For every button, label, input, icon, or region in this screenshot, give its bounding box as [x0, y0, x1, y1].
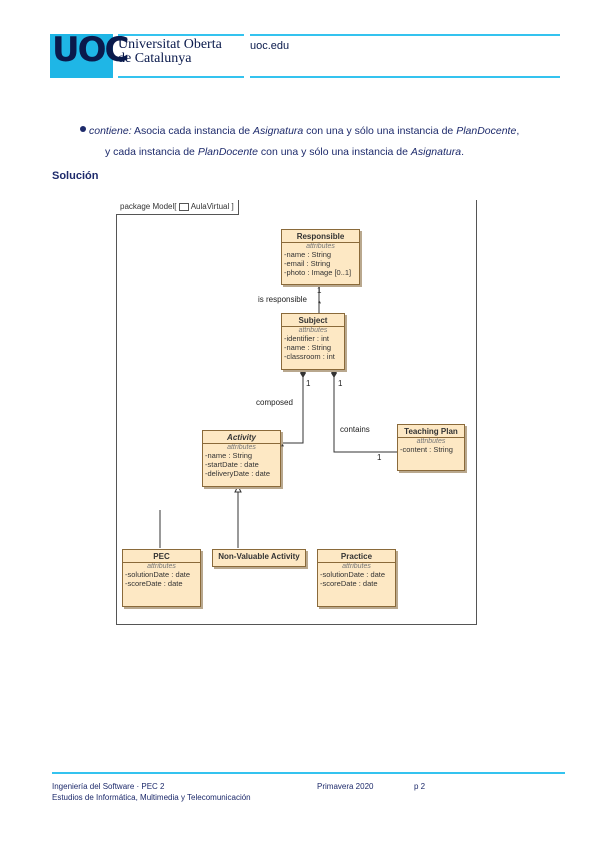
multiplicity: 1 [306, 379, 311, 388]
term: PlanDocente [197, 146, 258, 158]
class-name: Practice [318, 550, 395, 563]
package-end: ] [229, 202, 234, 211]
attribute: -classroom : int [284, 352, 335, 361]
website-link[interactable]: uoc.edu [250, 40, 290, 52]
attribute: -name : String [284, 343, 332, 352]
attributes-header: attributes [416, 438, 446, 445]
attributes-header: attributes [227, 444, 256, 451]
term-contiene: contiene: [89, 125, 132, 137]
attributes-header: attributes [298, 327, 328, 334]
multiplicity: 1 [338, 379, 343, 388]
bullet-line-1: contiene: Asocia cada instancia de Asign… [89, 121, 559, 142]
attribute: -photo : Image [0..1] [284, 268, 352, 277]
class-name: Teaching Plan [398, 425, 464, 438]
class-name: Activity [203, 431, 280, 444]
attribute: -solutionDate : date [125, 570, 191, 579]
logo-background [50, 34, 113, 78]
class-pec: PEC attributes -solutionDate : date -sco… [122, 549, 201, 607]
class-teaching-plan: Teaching Plan attributes -content : Stri… [397, 424, 465, 471]
university-name-line2: de Catalunya [118, 51, 192, 66]
attribute: -name : String [205, 451, 253, 460]
multiplicity: * [318, 300, 322, 309]
assoc-label-contains: contains [340, 425, 370, 434]
header-rule [250, 34, 560, 36]
assoc-contains-line [333, 376, 397, 453]
header-rule [118, 76, 244, 78]
text: con una y sólo una instancia de [257, 146, 411, 158]
attribute: -identifier : int [284, 334, 330, 343]
multiplicity: 1 [317, 286, 322, 295]
attributes-header: attributes [342, 563, 371, 570]
class-name: Subject [282, 314, 344, 327]
class-responsible: Responsible attributes -name : String -e… [281, 229, 360, 285]
multiplicity: * [281, 443, 285, 452]
header-rule [118, 34, 244, 36]
class-non-valuable-activity: Non-Valuable Activity [212, 549, 306, 567]
text: , [516, 125, 520, 137]
university-name: Universitat Oberta de Catalunya [118, 38, 222, 66]
assoc-label-composed: composed [256, 398, 293, 407]
class-practice: Practice attributes -solutionDate : date… [317, 549, 396, 607]
university-name-line1: Universitat Oberta [118, 37, 222, 52]
attribute: -email : String [284, 259, 331, 268]
attribute: -startDate : date [205, 460, 259, 469]
term: PlanDocente [456, 125, 517, 137]
footer-studies: Estudios de Informática, Multimedia y Te… [52, 793, 251, 802]
class-name: PEC [123, 550, 200, 563]
text: con una y sólo una instancia de [303, 125, 457, 137]
class-activity: Activity attributes -name : String -star… [202, 430, 281, 487]
generalization-arrow [234, 484, 242, 493]
term: Asignatura [253, 125, 304, 137]
attribute: -scoreDate : date [125, 579, 183, 588]
attributes-header: attributes [306, 243, 335, 250]
footer-course: Ingeniería del Software · PEC 2 [52, 782, 165, 791]
text: Asocia cada instancia de [131, 125, 254, 137]
multiplicity: 1 [377, 453, 382, 462]
footer-rule [52, 772, 565, 774]
attribute: -name : String [284, 250, 332, 259]
assoc-composed-line [280, 376, 304, 444]
package-label: package Model[ [120, 202, 179, 211]
text: . [461, 146, 464, 158]
attributes-header: attributes [147, 563, 176, 570]
bullet-paragraph: contiene: Asocia cada instancia de Asign… [89, 121, 559, 163]
header-rule [250, 76, 560, 78]
bullet-dot [80, 126, 86, 132]
composition-diamond [300, 368, 306, 378]
composition-diamond [331, 368, 337, 378]
package-name: AulaVirtual [190, 202, 230, 211]
attribute: -deliveryDate : date [205, 469, 271, 478]
text: y cada instancia de [105, 146, 198, 158]
assoc-label-is-responsible: is responsible [258, 295, 307, 304]
class-name: Non-Valuable Activity [218, 552, 300, 561]
class-subject: Subject attributes -identifier : int -na… [281, 313, 345, 370]
attribute: -solutionDate : date [320, 570, 386, 579]
bullet-line-2: y cada instancia de PlanDocente con una … [89, 142, 559, 163]
class-name: Responsible [282, 230, 359, 243]
attribute: -scoreDate : date [320, 579, 378, 588]
footer-page-number: p 2 [414, 782, 426, 791]
package-icon [178, 202, 189, 211]
footer-term: Primavera 2020 [317, 782, 374, 791]
diagram-frame [116, 200, 477, 625]
package-tab: package Model[ AulaVirtual ] [116, 200, 239, 215]
uoc-logo: UOC [52, 30, 129, 70]
section-title: Solución [52, 170, 99, 182]
attribute: -content : String [400, 445, 453, 454]
term: Asignatura [410, 146, 462, 158]
